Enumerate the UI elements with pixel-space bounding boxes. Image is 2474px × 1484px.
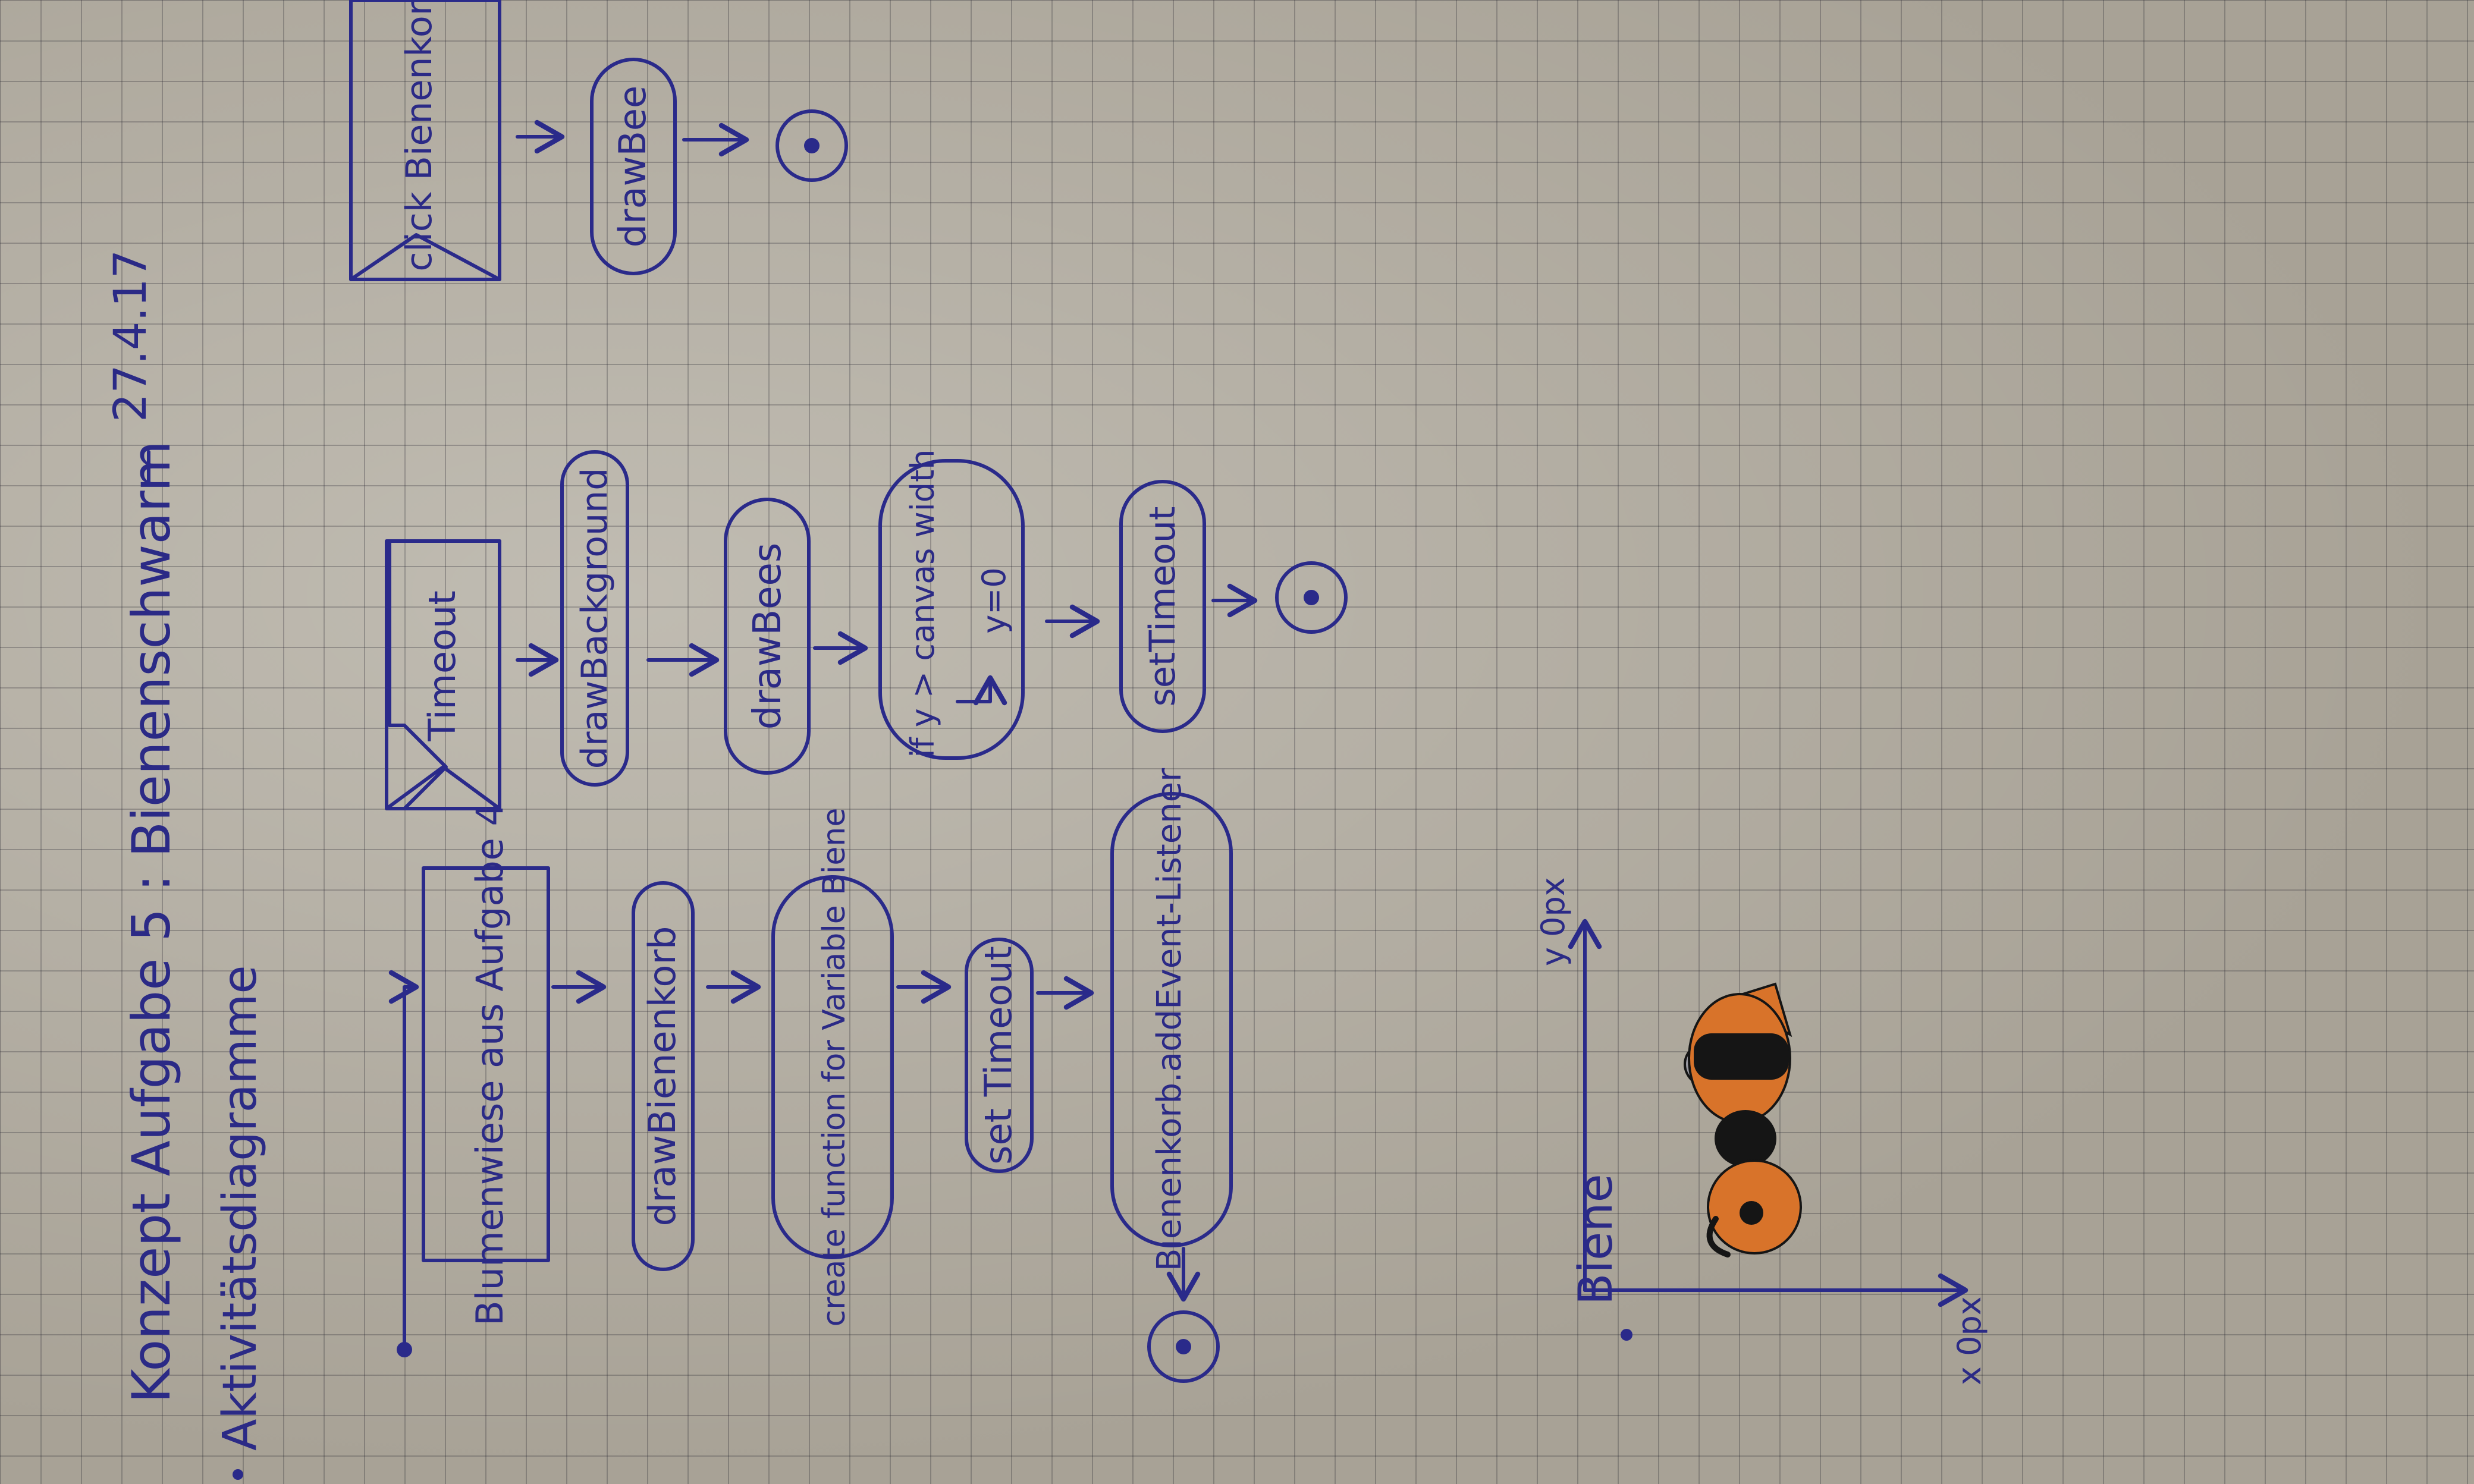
initial-flow bbox=[388, 970, 419, 1351]
node-settimeout bbox=[1119, 480, 1206, 733]
click-final-node bbox=[776, 109, 848, 182]
node-drawbackground-label: drawBackground bbox=[574, 468, 616, 769]
signal-timeout-label: Timeout bbox=[420, 590, 464, 741]
bee-stripe bbox=[1694, 1033, 1789, 1080]
node-drawbienenkorb-label: drawBienenkorb bbox=[641, 926, 684, 1227]
bee-eye bbox=[1740, 1201, 1763, 1225]
bullet-dot bbox=[233, 1469, 243, 1480]
y-axis-label: y 0px bbox=[1534, 877, 1572, 966]
click-final-node-dot bbox=[804, 138, 820, 153]
timeout-activity-diagram: Timeout drawBackground drawBees if y > c… bbox=[385, 449, 1348, 810]
node-if-condition bbox=[878, 459, 1025, 760]
bee-illustration bbox=[1684, 982, 1802, 1257]
start-box-label: Blumenwiese aus Aufgabe 4 bbox=[468, 803, 511, 1326]
bee-section: Biene x 0px y 0px bbox=[1534, 877, 1988, 1385]
start-box bbox=[422, 866, 550, 1262]
node-drawbienenkorb bbox=[632, 881, 695, 1271]
section-heading: Aktivitätsdiagramme bbox=[214, 965, 267, 1451]
signal-click-label: click Bienenkorb bbox=[398, 0, 440, 271]
node-create-function-label: create function for Variable Biene bbox=[817, 808, 852, 1327]
click-activity-diagram: click Bienenkorb drawBee bbox=[349, 0, 848, 281]
bee-thorax bbox=[1715, 1110, 1776, 1167]
bee-antenna bbox=[1706, 1216, 1731, 1257]
final-node-dot bbox=[1176, 1339, 1191, 1354]
bee-label: Biene bbox=[1569, 1174, 1623, 1305]
node-drawbees-label: drawBees bbox=[746, 543, 790, 730]
node-create-function bbox=[771, 875, 894, 1259]
bee-bullet-dot bbox=[1621, 1329, 1632, 1341]
if-branch-arrow bbox=[956, 675, 1007, 706]
node-if-condition-label: if y > canvas width bbox=[904, 449, 941, 758]
x-axis-label: x 0px bbox=[1951, 1296, 1988, 1385]
node-settimeout-label: setTimeout bbox=[1142, 507, 1183, 707]
date: 27.4.17 bbox=[103, 250, 156, 422]
node-set-timeout-label: set Timeout bbox=[977, 946, 1020, 1165]
node-addeventlistener bbox=[1110, 792, 1233, 1247]
timeout-final-node bbox=[1275, 561, 1348, 634]
node-drawbackground bbox=[560, 450, 629, 787]
signal-timeout-shape bbox=[385, 539, 501, 810]
timeout-final-node-dot bbox=[1304, 590, 1319, 605]
node-drawbees bbox=[724, 498, 811, 775]
node-addeventlistener-label: Bienenkorb.addEvent-Listener bbox=[1150, 768, 1189, 1271]
node-drawbee-label: drawBee bbox=[611, 86, 654, 247]
node-set-timeout bbox=[965, 938, 1034, 1173]
node-if-assign-label: y=0 bbox=[975, 567, 1013, 634]
main-activity-diagram: Blumenwiese aus Aufgabe 4 drawBienenkorb… bbox=[388, 768, 1233, 1383]
final-node bbox=[1147, 1310, 1220, 1383]
page-title: Konzept Aufgabe 5 : Bienenschwarm bbox=[121, 441, 182, 1403]
node-drawbee bbox=[590, 58, 677, 275]
signal-click-shape bbox=[349, 0, 501, 281]
